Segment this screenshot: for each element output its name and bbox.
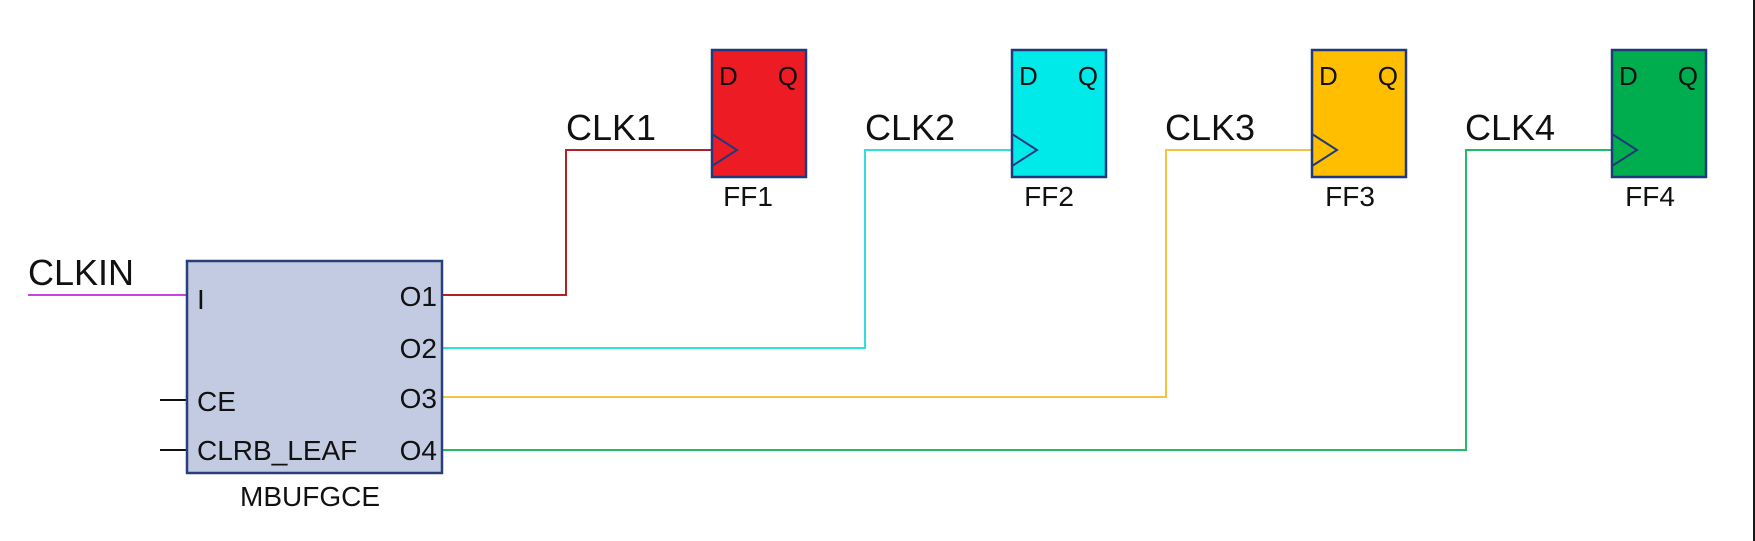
pin-o4-label: O4 bbox=[400, 435, 437, 466]
clk3-net-label: CLK3 bbox=[1165, 107, 1255, 148]
ff4-clock-triangle-icon bbox=[1611, 133, 1639, 167]
ff3-block[interactable]: D Q FF3 CLK3 bbox=[1165, 48, 1408, 212]
clk1-net-label: CLK1 bbox=[566, 107, 656, 148]
pin-o1-label: O1 bbox=[400, 281, 437, 312]
window-edge-divider bbox=[1753, 0, 1755, 541]
clk2-net-label: CLK2 bbox=[865, 107, 955, 148]
pin-ce-label: CE bbox=[197, 386, 236, 417]
mbufgce-body[interactable] bbox=[185, 259, 444, 475]
ff3-pin-d: D bbox=[1319, 61, 1338, 91]
ff1-pin-d: D bbox=[719, 61, 738, 91]
clk2-wire[interactable] bbox=[443, 149, 1012, 349]
clk4-wire[interactable] bbox=[443, 149, 1612, 451]
ff1-label: FF1 bbox=[723, 181, 773, 212]
ff4-pin-q: Q bbox=[1678, 61, 1698, 91]
clk4-net-label: CLK4 bbox=[1465, 107, 1555, 148]
pin-o2-label: O2 bbox=[400, 333, 437, 364]
ff4-pin-d: D bbox=[1619, 61, 1638, 91]
ff3-clock-triangle-icon bbox=[1311, 133, 1339, 167]
ff2-pin-d: D bbox=[1019, 61, 1038, 91]
mbufgce-instance-label: MBUFGCE bbox=[240, 481, 380, 512]
pin-o3-label: O3 bbox=[400, 383, 437, 414]
ff2-pin-q: Q bbox=[1078, 61, 1098, 91]
pin-clrb-leaf-label: CLRB_LEAF bbox=[197, 435, 357, 466]
ff4-block[interactable]: D Q FF4 CLK4 bbox=[1465, 48, 1708, 212]
clk3-wire[interactable] bbox=[443, 149, 1312, 398]
pin-i-label: I bbox=[197, 284, 205, 315]
ff3-pin-q: Q bbox=[1378, 61, 1398, 91]
clk1-wire[interactable] bbox=[443, 149, 712, 296]
ff1-clock-triangle-icon bbox=[711, 133, 739, 167]
ff2-label: FF2 bbox=[1024, 181, 1074, 212]
ff1-pin-q: Q bbox=[778, 61, 798, 91]
clkin-net-label: CLKIN bbox=[28, 252, 134, 293]
ff4-label: FF4 bbox=[1625, 181, 1675, 212]
ff1-block[interactable]: D Q FF1 CLK1 bbox=[566, 48, 808, 212]
ff2-clock-triangle-icon bbox=[1011, 133, 1039, 167]
mbufgce-block[interactable]: I CE CLRB_LEAF O1 O2 O3 O4 MBUFGCE bbox=[185, 259, 444, 512]
ff3-label: FF3 bbox=[1325, 181, 1375, 212]
ff2-block[interactable]: D Q FF2 CLK2 bbox=[865, 48, 1108, 212]
